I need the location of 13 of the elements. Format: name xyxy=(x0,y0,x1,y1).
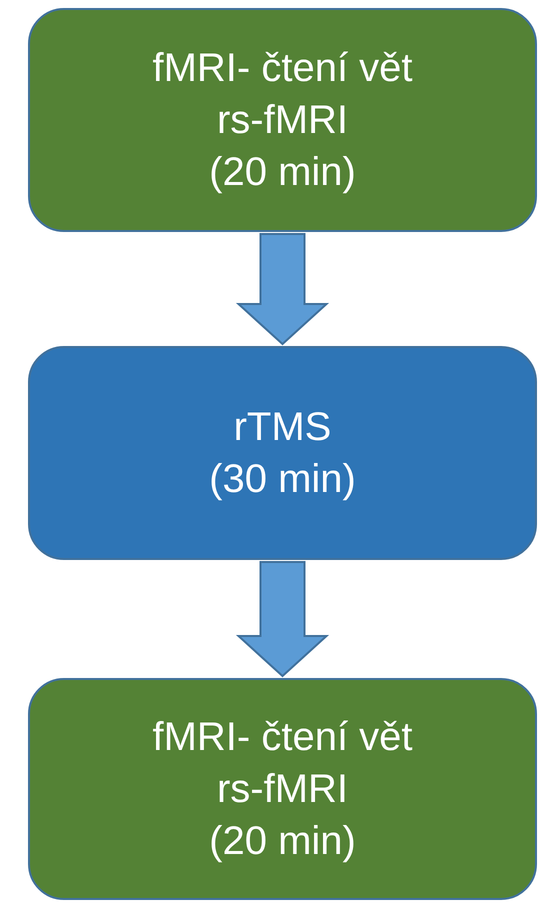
box-text: rTMS xyxy=(234,404,332,451)
block-arrow xyxy=(236,233,330,346)
box-text: (30 min) xyxy=(209,456,356,503)
block-arrow xyxy=(236,561,330,678)
box-text: fMRI- čtení vět xyxy=(152,714,413,761)
box-text: (20 min) xyxy=(209,818,356,865)
box-text: fMRI- čtení vět xyxy=(152,45,413,92)
process-box xyxy=(28,678,537,900)
process-box xyxy=(28,346,537,560)
process-box xyxy=(28,8,537,232)
box-text: rs-fMRI xyxy=(216,766,348,813)
box-text: (20 min) xyxy=(209,149,356,196)
box-text: rs-fMRI xyxy=(216,97,348,144)
